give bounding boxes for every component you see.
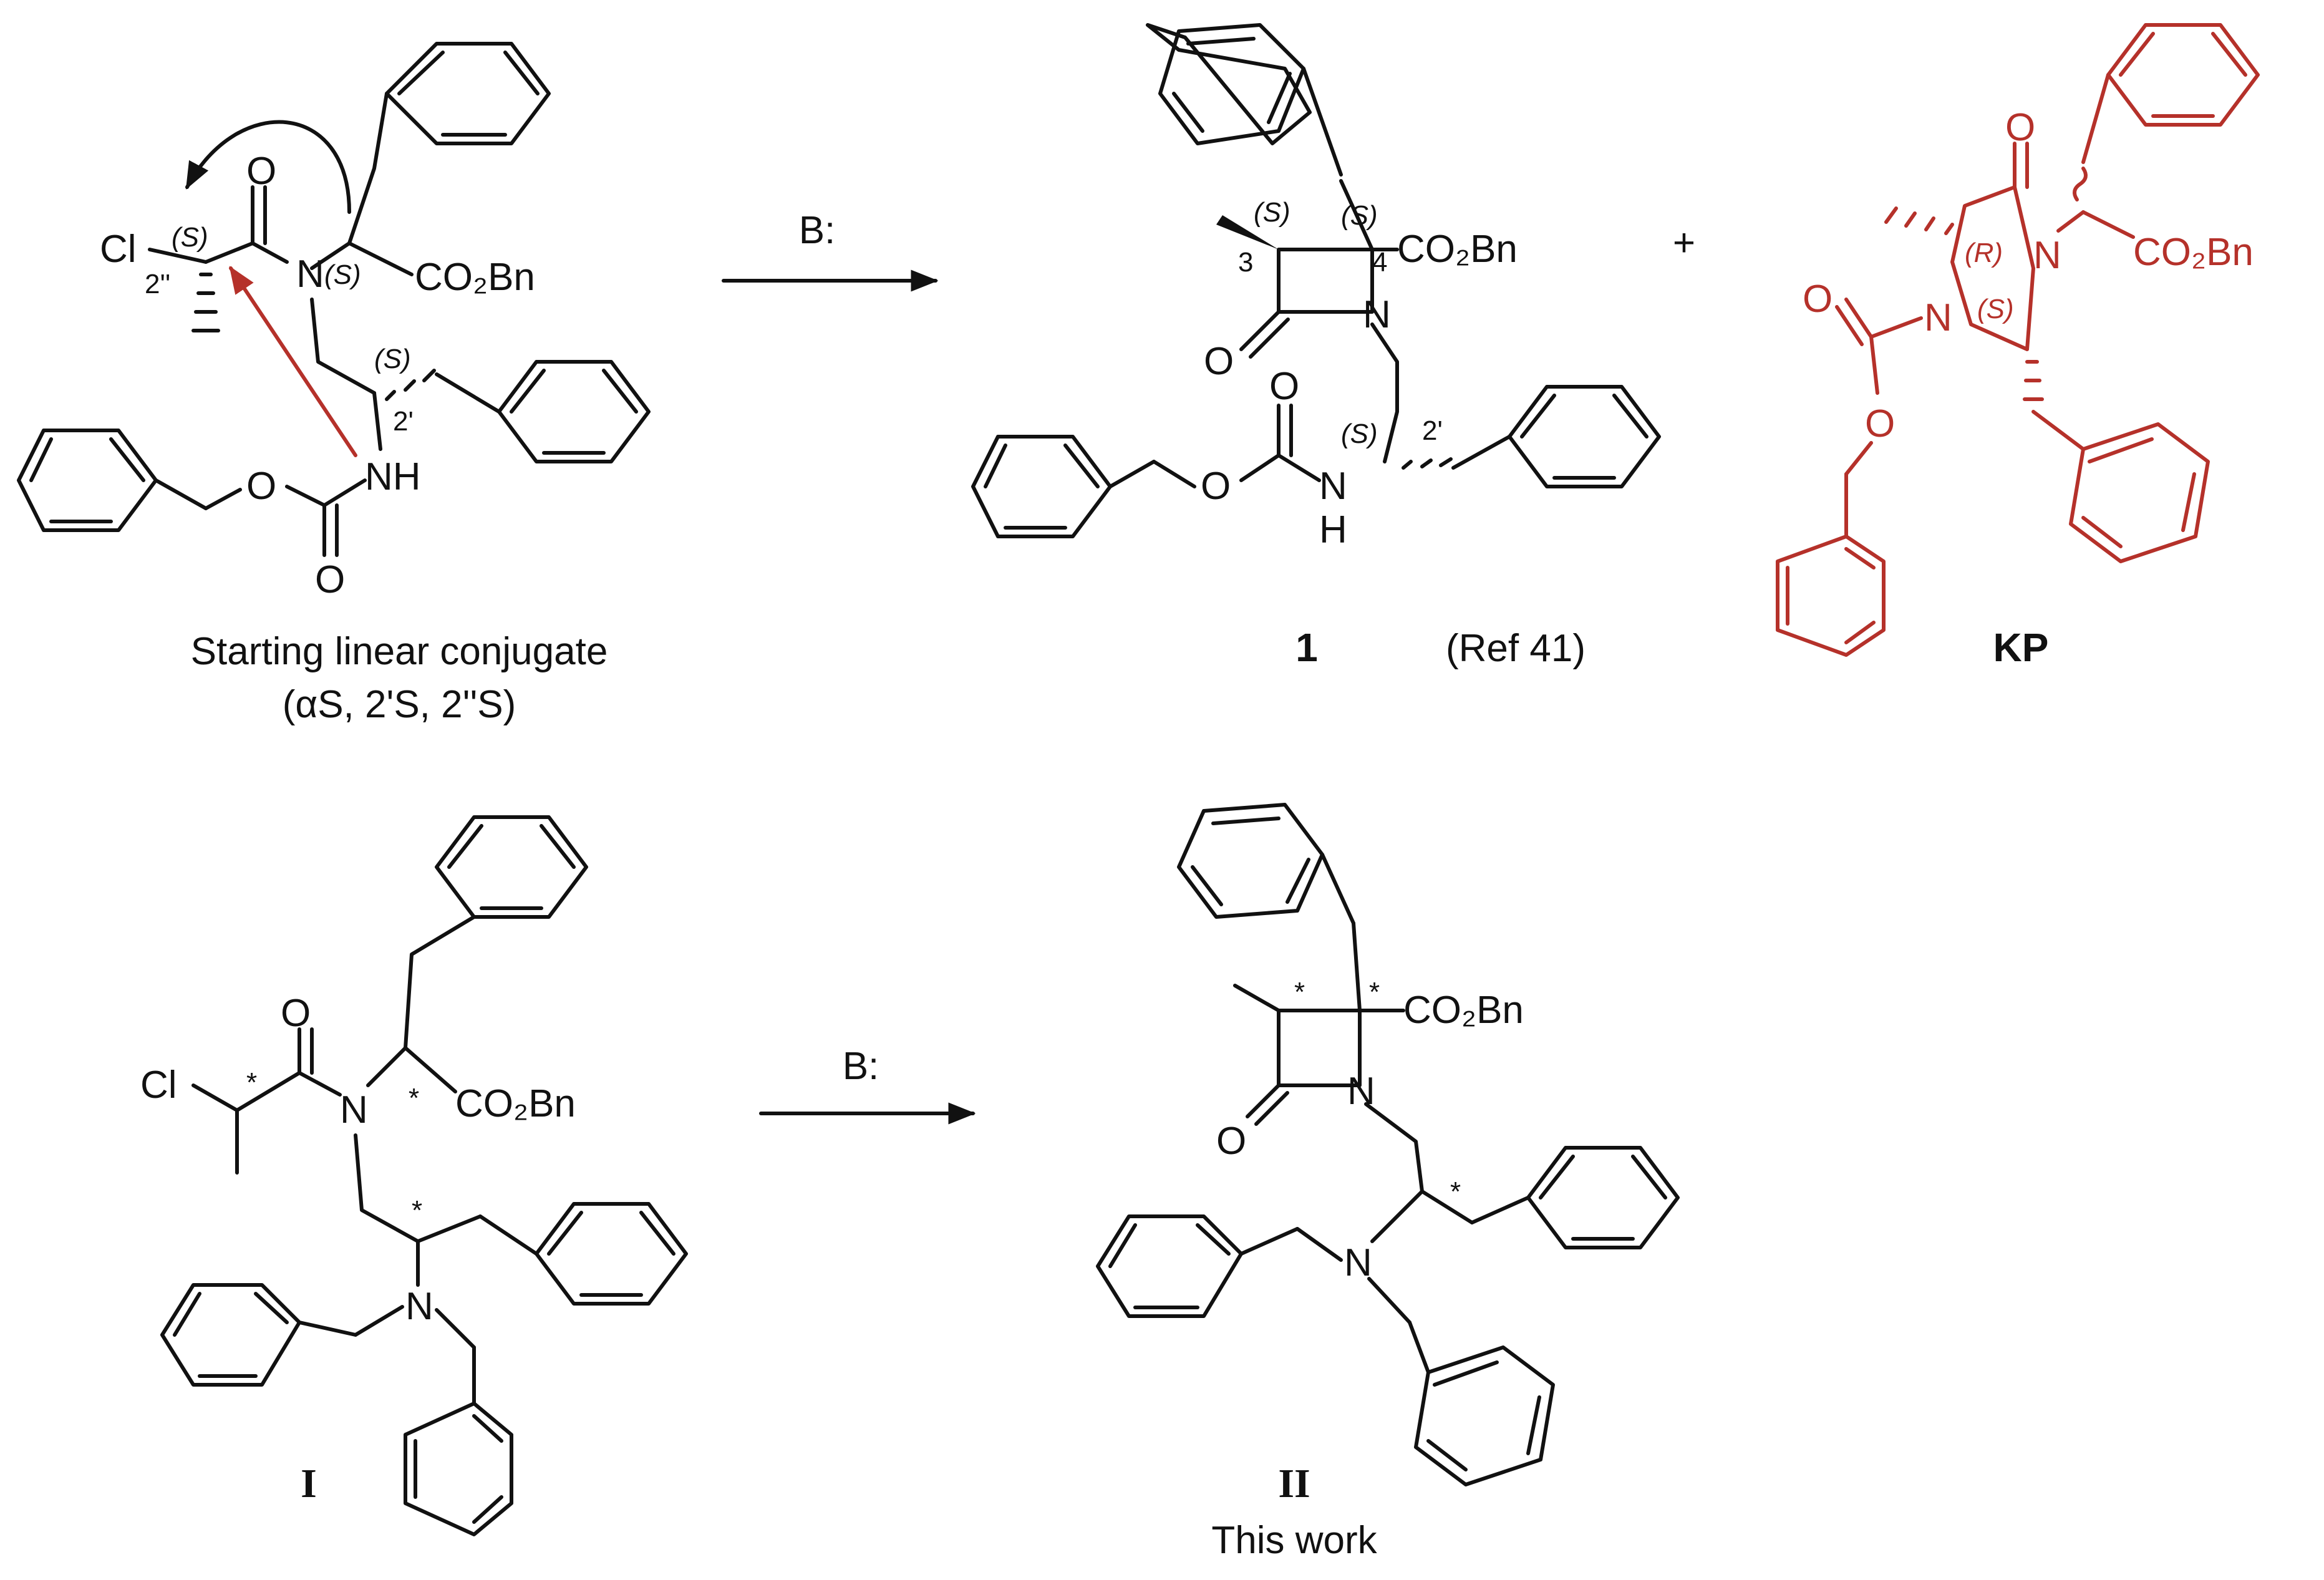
ester-label-p1: CO₂Bn — [1397, 228, 1518, 271]
benzene-ring-right — [497, 360, 651, 463]
stereo-label-alpha: (S) — [324, 259, 361, 290]
carbonyl-oxygen: O — [246, 150, 276, 193]
ester-label-ii: CO₂Bn — [1403, 989, 1524, 1032]
carbamate-nh: NH — [365, 455, 421, 498]
benzene-ring-top — [385, 42, 551, 145]
chlorine: Cl — [100, 228, 137, 271]
reagent-label-bottom: B: — [843, 1045, 879, 1088]
benzyl-bond — [347, 92, 389, 245]
reaction-arrow-top: B: — [722, 209, 939, 292]
star-alpha-i: * — [409, 1083, 419, 1113]
benzene-ring-ii-bottom — [1414, 1345, 1555, 1486]
starting-linear-conjugate: CO₂Bn (S) N O Cl (S) 2'' (S) 2' — [17, 42, 651, 726]
lactam-oxygen: O — [1204, 340, 1234, 383]
benzene-ring-kp-top — [2106, 23, 2260, 127]
locant-c4: 4 — [1372, 247, 1387, 278]
stereo-label-p1-2prime: (S) — [1341, 419, 1378, 449]
ester-label-i: CO₂Bn — [455, 1082, 576, 1125]
curved-arrow — [185, 120, 351, 214]
hashed-bond-kp-benzyl — [2023, 360, 2044, 401]
star-cl-carbon-i: * — [246, 1067, 257, 1098]
product-kp: CO₂Bn N O (R) (S) N O O — [1776, 23, 2260, 670]
reagent-label-top: B: — [799, 209, 836, 252]
hashed-methyl — [191, 273, 220, 332]
stereo-label-2prime: (S) — [374, 344, 411, 374]
carbamate-ether-o-p1: O — [1201, 465, 1231, 508]
carbamate-o-p1: O — [1269, 365, 1299, 408]
ester-label: CO₂Bn — [415, 256, 535, 299]
stereo-label-kp-r: (R) — [1965, 238, 2003, 268]
benzene-ring-p1-cbz — [971, 435, 1112, 538]
benzene-ring-cbz — [17, 429, 158, 532]
carbonyl-o-i: O — [281, 992, 311, 1035]
locant-2prime: 2' — [393, 406, 414, 437]
star-2prime-i: * — [412, 1195, 422, 1226]
carbamate-ether-oxygen: O — [246, 465, 276, 508]
kp-n4: N — [2033, 234, 2061, 277]
lactam-o-ii: O — [1216, 1120, 1246, 1163]
wedge-methyl — [1216, 215, 1279, 250]
locant-p1-2prime: 2' — [1422, 415, 1443, 446]
benzene-ring-ii-right — [1526, 1146, 1680, 1249]
compound-ii: * * CO₂Bn N O * N — [1096, 803, 1680, 1562]
kp-label: KP — [1993, 625, 2049, 670]
stereo-label-kp-s: (S) — [1977, 294, 2014, 324]
product-1: (S) (S) 3 4 CO₂Bn N O (S) 2' N H O — [971, 23, 1661, 670]
amide-nitrogen: N — [296, 253, 324, 296]
benzene-ring-kp-cbz — [1776, 535, 1886, 657]
start-caption-line1: Starting linear conjugate — [191, 630, 608, 673]
locant-c3: 3 — [1238, 247, 1253, 278]
compound-ii-note: This work — [1211, 1519, 1377, 1562]
kp-cbz-o: O — [1803, 278, 1833, 321]
benzene-ring-i-right — [535, 1202, 688, 1306]
compound-ii-label: II — [1278, 1461, 1310, 1506]
nucleophilic-attack-arrow — [229, 266, 357, 457]
amine-n-ii: N — [1344, 1241, 1372, 1284]
reaction-arrow-bottom: B: — [759, 1045, 976, 1125]
hashed-methyl-kp — [1884, 206, 1954, 235]
carbamate-h-p1: H — [1319, 508, 1347, 551]
product1-label: 1 — [1295, 625, 1318, 670]
benzene-ring-i-top — [435, 815, 588, 919]
kp-ketone-o: O — [2005, 106, 2035, 149]
carbamate-n-p1: N — [1319, 465, 1347, 508]
locant-2dprime: 2'' — [145, 269, 170, 299]
compound-i: CO₂Bn * N O * Cl * N — [140, 815, 688, 1536]
benzene-ring-ii-left — [1096, 1214, 1243, 1318]
compound-i-label: I — [301, 1461, 317, 1506]
ester-label-kp: CO₂Bn — [2133, 231, 2254, 274]
start-caption-line2: (αS, 2'S, 2''S) — [283, 683, 516, 726]
kp-cbz-ether-o: O — [1865, 402, 1895, 445]
star-2prime-ii: * — [1450, 1176, 1461, 1207]
kp-n1: N — [1924, 296, 1952, 339]
star-c4-ii: * — [1369, 977, 1380, 1007]
stereo-label-2dprime: (S) — [172, 222, 208, 253]
benzene-ring-i-left — [160, 1283, 301, 1387]
plus-sign: + — [1673, 221, 1695, 264]
benzene-ring-p1-top — [1146, 23, 1312, 145]
amide-n-i: N — [340, 1088, 368, 1132]
benzene-ring-i-bottom — [404, 1402, 513, 1536]
product1-ref: (Ref 41) — [1446, 627, 1586, 670]
benzene-ring-p1-top-hex — [1158, 23, 1305, 145]
star-c3-ii: * — [1294, 977, 1305, 1007]
carbamate-carbonyl-oxygen: O — [315, 558, 345, 601]
benzene-ring-p1-right — [1508, 385, 1661, 488]
chlorine-i: Cl — [140, 1064, 177, 1107]
benzene-ring-kp-bottom — [2069, 422, 2210, 563]
hashed-bond-2prime — [385, 369, 436, 401]
stereo-label-c3: (S) — [1254, 197, 1290, 228]
amine-n-i: N — [405, 1285, 433, 1328]
wavy-bond — [2073, 167, 2088, 201]
benzene-ring-ii-top — [1177, 803, 1324, 919]
hashed-bond-p1-2prime — [1402, 457, 1453, 470]
stereo-label-c4: (S) — [1341, 200, 1378, 231]
